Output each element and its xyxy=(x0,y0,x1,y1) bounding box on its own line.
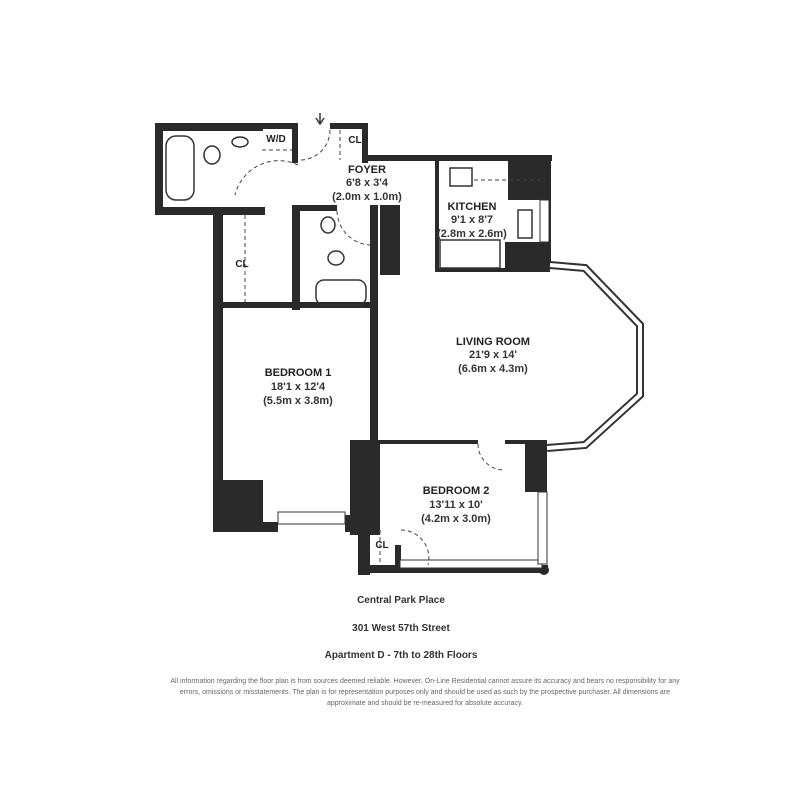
closet-label: CL xyxy=(375,540,388,551)
sink xyxy=(231,136,249,148)
closet-label: CL xyxy=(348,135,361,146)
window xyxy=(277,511,346,525)
bedroom1-m: (5.5m x 3.8m) xyxy=(263,395,333,407)
apartment-title: Apartment D - 7th to 28th Floors xyxy=(324,650,478,661)
disclaimer: All information regarding the floor plan… xyxy=(170,678,680,707)
closet-label: CL xyxy=(235,259,248,270)
window xyxy=(539,199,550,243)
walls xyxy=(155,123,552,575)
entry-arrow-icon xyxy=(315,113,325,126)
kitchen-ft: 9'1 x 8'7 xyxy=(451,214,493,226)
foyer-name: FOYER xyxy=(348,164,386,176)
toilet xyxy=(203,145,221,165)
stove xyxy=(449,167,473,187)
bedroom1-ft: 18'1 x 12'4 xyxy=(271,381,326,393)
bathtub xyxy=(315,279,367,306)
building-name: Central Park Place xyxy=(357,595,445,606)
wd-label: W/D xyxy=(266,134,285,145)
living-room-name: LIVING ROOM xyxy=(456,336,530,348)
foyer-m: (2.0m x 1.0m) xyxy=(332,191,402,203)
fixtures xyxy=(165,113,545,566)
bedroom1-name: BEDROOM 1 xyxy=(265,367,332,379)
address: 301 West 57th Street xyxy=(352,623,450,634)
living-room-ft: 21'9 x 14' xyxy=(469,349,517,361)
kitchen-name: KITCHEN xyxy=(448,201,497,213)
window xyxy=(537,491,548,565)
counter xyxy=(439,239,501,269)
window xyxy=(399,559,543,569)
bedroom2-name: BEDROOM 2 xyxy=(423,485,490,497)
bedroom2-ft: 13'11 x 10' xyxy=(429,499,483,511)
living-room-m: (6.6m x 4.3m) xyxy=(458,363,528,375)
kitchen-m: (2.8m x 2.6m) xyxy=(437,228,507,240)
foyer-ft: 6'8 x 3'4 xyxy=(346,177,389,189)
bedroom2-m: (4.2m x 3.0m) xyxy=(421,513,491,525)
sink xyxy=(320,216,336,234)
toilet xyxy=(327,250,345,266)
bay-window xyxy=(546,261,644,452)
kitchen-sink xyxy=(517,209,533,239)
bathtub xyxy=(165,135,195,201)
